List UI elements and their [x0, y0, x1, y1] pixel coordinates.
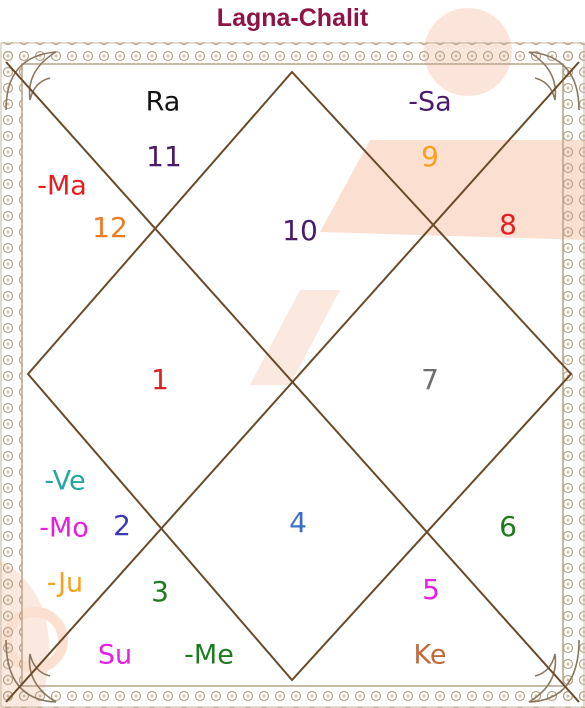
planet-sa: -Sa	[408, 89, 451, 116]
house-number-3: 3	[151, 578, 169, 606]
planet-ra: Ra	[146, 89, 181, 116]
house-number-8: 8	[499, 211, 517, 239]
chart-title: Lagna-Chalit	[0, 4, 585, 33]
planet-me: -Me	[184, 642, 234, 669]
house-number-9: 9	[421, 143, 439, 171]
house-number-11: 11	[146, 143, 182, 171]
chart-lines	[6, 62, 579, 702]
planet-ve: -Ve	[44, 468, 85, 495]
house-number-6: 6	[499, 513, 517, 541]
watermark-graphic	[0, 8, 585, 708]
house-number-1: 1	[151, 366, 169, 394]
house-number-2: 2	[113, 512, 131, 540]
house-number-7: 7	[421, 366, 439, 394]
planet-ke: Ke	[414, 642, 447, 669]
house-number-5: 5	[422, 576, 440, 604]
house-number-4: 4	[289, 509, 307, 537]
planet-su: Su	[98, 642, 132, 669]
planet-ju: -Ju	[47, 570, 83, 597]
planet-ma: -Ma	[37, 173, 87, 200]
house-number-10: 10	[282, 217, 318, 245]
planet-mo: -Mo	[39, 515, 89, 542]
house-number-12: 12	[92, 214, 128, 242]
